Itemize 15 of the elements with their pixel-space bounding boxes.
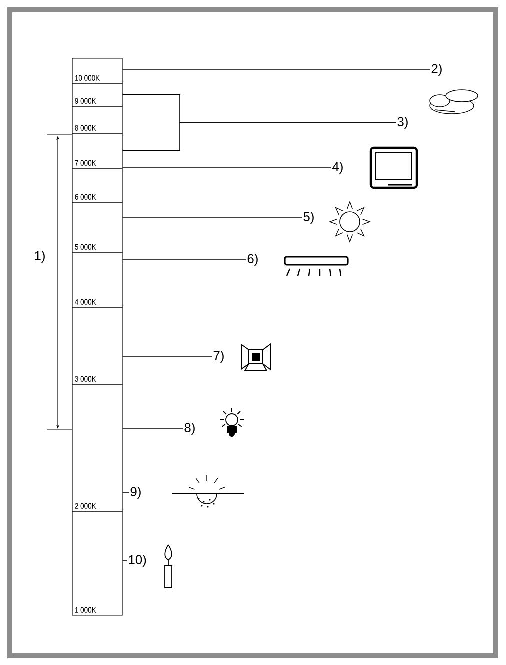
callout-number: 3) bbox=[398, 116, 408, 130]
leader-line bbox=[122, 428, 184, 430]
callout-number: 8) bbox=[184, 422, 195, 436]
leader-line bbox=[122, 560, 128, 562]
callout-number: 1) bbox=[35, 250, 45, 264]
callout-number: 10) bbox=[129, 554, 146, 568]
leader-line bbox=[122, 122, 396, 152]
callout-number: 7) bbox=[214, 350, 224, 364]
callout-number: 6) bbox=[248, 254, 258, 266]
callout-number: 9) bbox=[130, 486, 141, 500]
leader-line bbox=[122, 356, 212, 358]
callout-number: 5) bbox=[304, 212, 314, 224]
callout-number: 2) bbox=[432, 64, 442, 76]
leader-line bbox=[122, 492, 130, 494]
callout-number: 4) bbox=[332, 162, 343, 174]
